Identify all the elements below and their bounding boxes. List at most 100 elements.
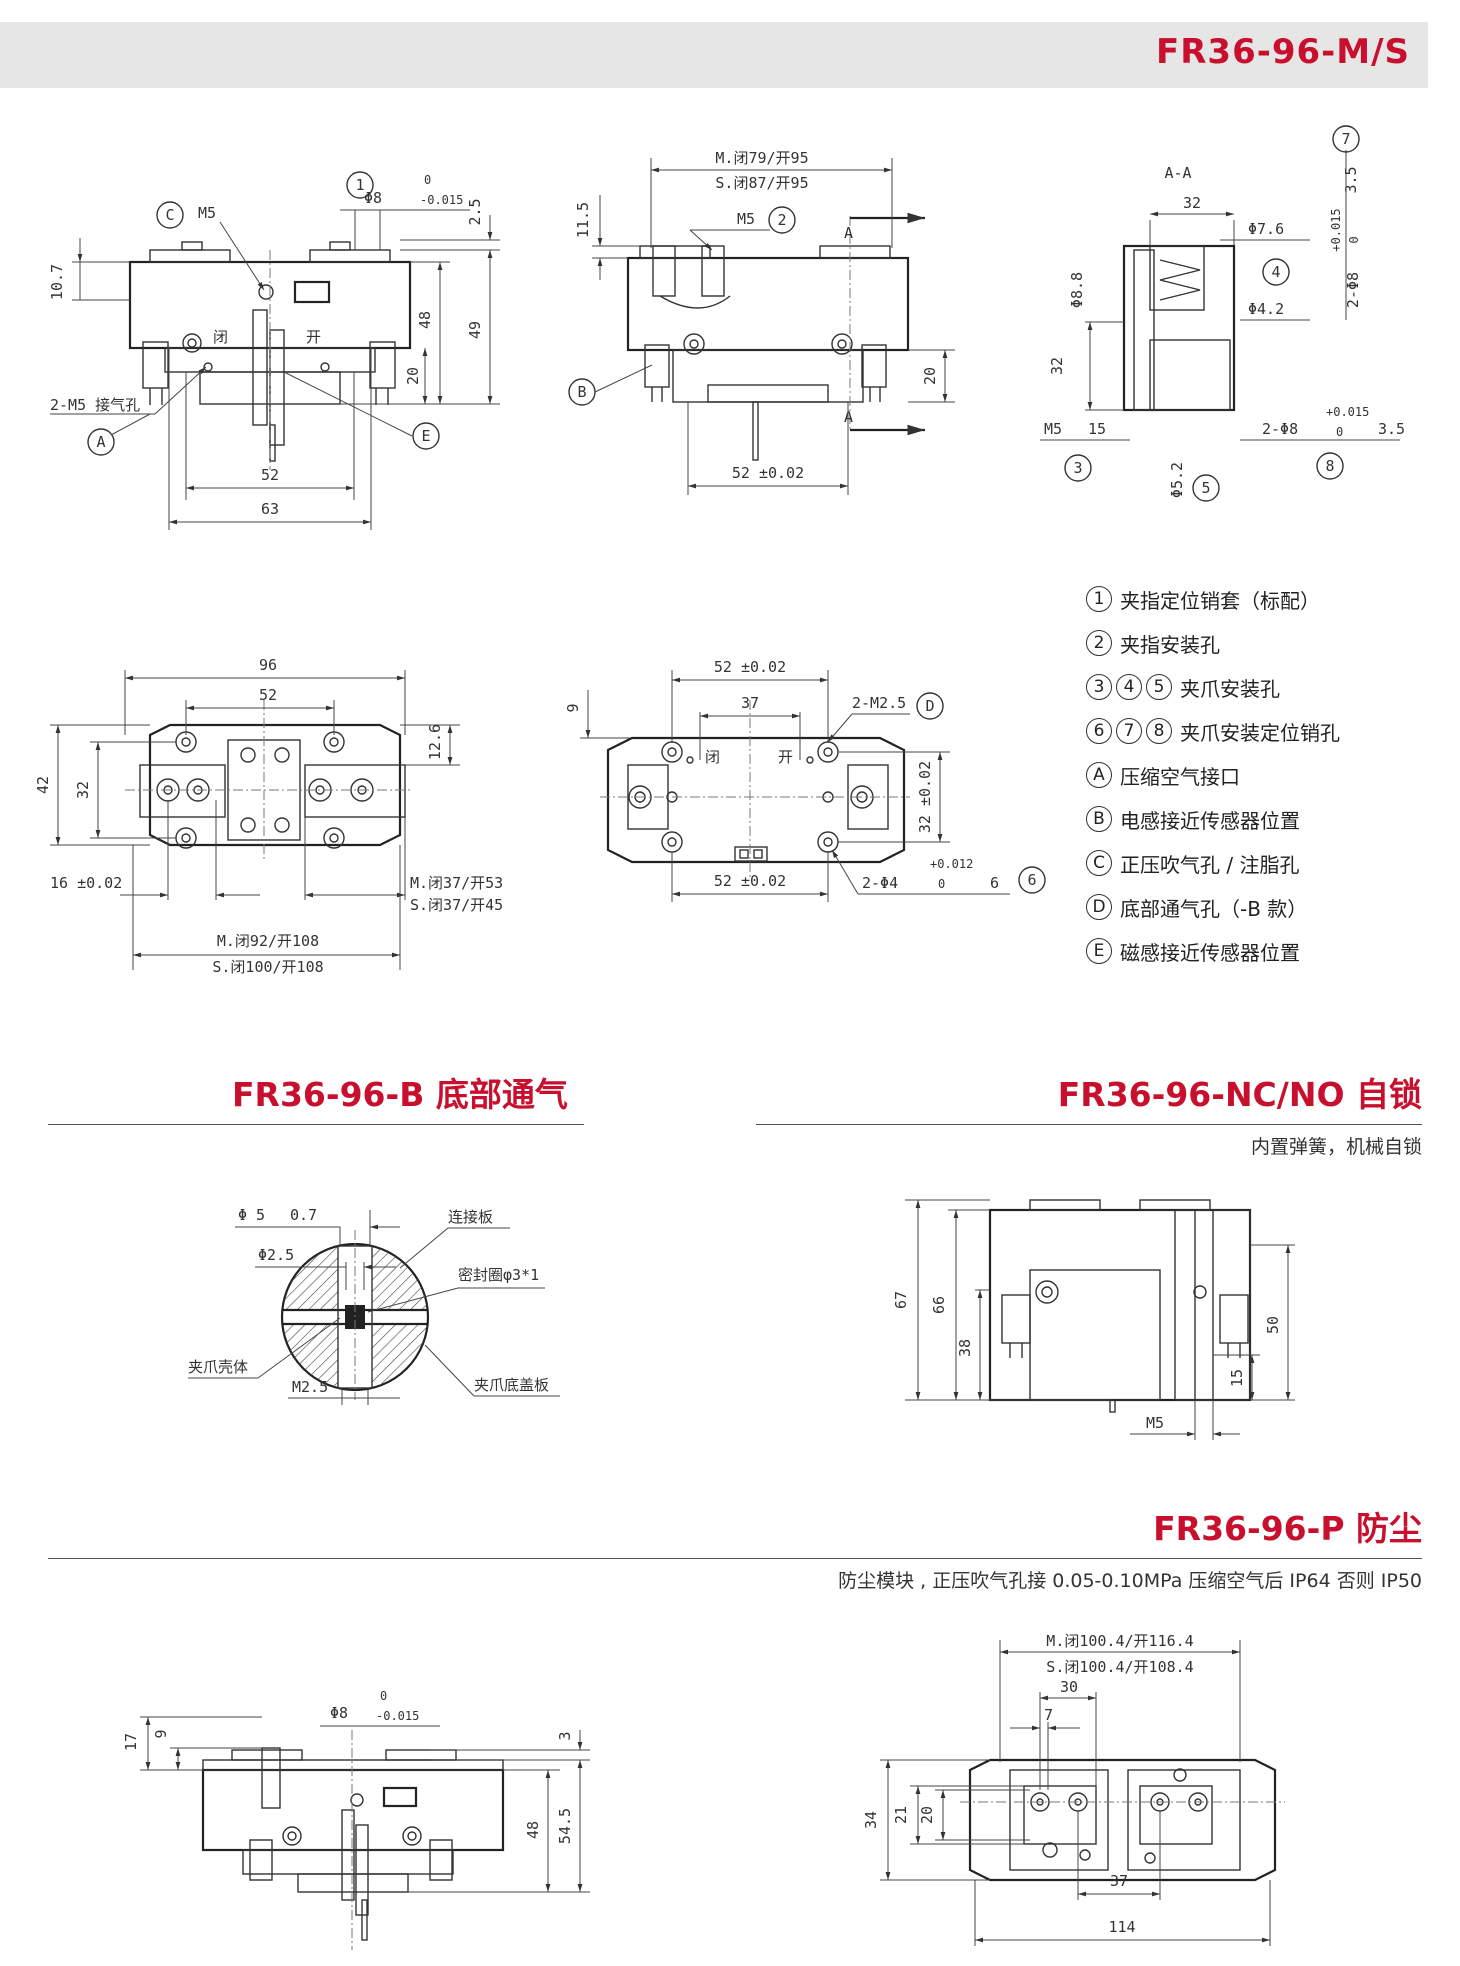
legend-mark-5: 5 bbox=[1146, 674, 1172, 700]
dustop-dim-7: 7 bbox=[1044, 1706, 1053, 1724]
dustop-dim-21: 21 bbox=[892, 1806, 910, 1824]
section-dim-3-5-bottom: 3.5 bbox=[1378, 420, 1405, 438]
legend-mark-a: A bbox=[1086, 762, 1112, 788]
dustop-dim-37: 37 bbox=[1110, 1872, 1128, 1890]
section-dim-m5: M5 bbox=[1044, 420, 1062, 438]
section-dim-phi4-2: Φ4.2 bbox=[1248, 300, 1284, 318]
legend-text-2: 夹指安装孔 bbox=[1120, 632, 1220, 657]
side-arrow-a-bottom: A bbox=[844, 408, 853, 426]
front-mark-e: E bbox=[421, 427, 430, 445]
page-title: FR36-96-M/S bbox=[1156, 32, 1410, 72]
dustop-dim-s: S.闭100.4/开108.4 bbox=[1046, 1658, 1193, 1676]
section-aa-view: A-A 32 Φ7.6 Φ8.8 Φ4.2 32 M5 15 2-Φ8 +0.0… bbox=[1040, 125, 1405, 502]
bottom-open-label: 开 bbox=[778, 748, 793, 766]
legend-text-3: 夹爪安装孔 bbox=[1180, 676, 1280, 701]
legend-item-4: 6 7 8 夹爪安装定位销孔 bbox=[1086, 714, 1340, 748]
top-view: 96 52 12.6 42 32 16 ±0.02 M.闭37/开53 S.闭3… bbox=[34, 656, 503, 976]
section-tol-bottom-lower: 0 bbox=[1336, 425, 1343, 439]
bottom-dim-9: 9 bbox=[564, 703, 582, 712]
section-mark-7: 7 bbox=[1341, 130, 1350, 148]
dustop-dim-114: 114 bbox=[1108, 1918, 1135, 1936]
section-dim-phi7-6: Φ7.6 bbox=[1248, 220, 1284, 238]
section-dim-2phi8-right: 2-Φ8 bbox=[1344, 272, 1362, 308]
air-dim-m2-5: M2.5 bbox=[292, 1378, 328, 1396]
section-dim-3-5-right: 3.5 bbox=[1342, 166, 1360, 193]
top-dim-12-6: 12.6 bbox=[426, 724, 444, 760]
dust-tol-upper: 0 bbox=[380, 1689, 387, 1703]
bottom-dim-2m2-5: 2-M2.5 bbox=[852, 694, 906, 712]
bottom-air-detail: Φ 5 0.7 Φ2.5 连接板 密封圈φ3*1 夹爪壳体 M2.5 夹爪底盖板 bbox=[188, 1206, 560, 1405]
top-dim-52: 52 bbox=[259, 686, 277, 704]
bottom-dim-37: 37 bbox=[741, 694, 759, 712]
top-dim-s-jaw: S.闭37/开45 bbox=[410, 896, 503, 914]
lock-dim-m5: M5 bbox=[1146, 1414, 1164, 1432]
front-dim-20: 20 bbox=[404, 367, 422, 385]
side-arrow-a-top: A bbox=[844, 224, 853, 242]
dust-dim-17: 17 bbox=[122, 1733, 140, 1751]
front-dim-49: 49 bbox=[466, 321, 484, 339]
front-mark-c: C bbox=[165, 206, 174, 224]
air-label-plate: 连接板 bbox=[448, 1208, 493, 1226]
legend-item-3: 3 4 5 夹爪安装孔 bbox=[1086, 670, 1280, 704]
dustproof-top-view: M.闭100.4/开116.4 S.闭100.4/开108.4 30 7 34 … bbox=[862, 1632, 1285, 1946]
front-open-label: 开 bbox=[306, 328, 321, 346]
dustop-dim-m: M.闭100.4/开116.4 bbox=[1046, 1632, 1193, 1650]
section-mark-8: 8 bbox=[1325, 457, 1334, 475]
lock-dim-67: 67 bbox=[892, 1291, 910, 1309]
legend-text-d: 底部通气孔（-B 款） bbox=[1120, 896, 1308, 921]
side-dim-11-5: 11.5 bbox=[574, 202, 592, 238]
front-dim-2-5: 2.5 bbox=[466, 198, 484, 225]
section-mark-5: 5 bbox=[1201, 479, 1210, 497]
side-mark-b: B bbox=[577, 383, 586, 401]
legend-text-b: 电感接近传感器位置 bbox=[1120, 808, 1300, 833]
legend-mark-1: 1 bbox=[1086, 586, 1112, 612]
dustop-dim-34: 34 bbox=[862, 1811, 880, 1829]
top-dim-m-total: M.闭92/开108 bbox=[217, 932, 319, 950]
legend-mark-d: D bbox=[1086, 894, 1112, 920]
section-title-bottom-air: FR36-96-B 底部通气 bbox=[232, 1075, 568, 1114]
section-dim-15: 15 bbox=[1088, 420, 1106, 438]
top-dim-m-jaw: M.闭37/开53 bbox=[410, 874, 503, 892]
side-dim-m5: M5 bbox=[737, 210, 755, 228]
section-dim-32-top: 32 bbox=[1183, 194, 1201, 212]
top-dim-s-total: S.闭100/开108 bbox=[212, 958, 323, 976]
dust-dim-48: 48 bbox=[524, 1821, 542, 1839]
front-dim-48: 48 bbox=[416, 311, 434, 329]
self-lock-subtitle: 内置弹簧，机械自锁 bbox=[1250, 1136, 1422, 1158]
air-dim-0-7: 0.7 bbox=[290, 1206, 317, 1224]
dustop-dim-20: 20 bbox=[918, 1806, 936, 1824]
lock-dim-38: 38 bbox=[956, 1339, 974, 1357]
air-label-seal: 密封圈φ3*1 bbox=[458, 1266, 539, 1284]
section-dim-32-left: 32 bbox=[1048, 357, 1066, 375]
legend-item-1: 1 夹指定位销套（标配） bbox=[1086, 582, 1320, 616]
front-view: 10.7 M5 Φ8 0 -0.015 2.5 48 49 20 52 63 2… bbox=[48, 171, 500, 530]
lock-dim-66: 66 bbox=[930, 1296, 948, 1314]
legend-item-e: E 磁感接近传感器位置 bbox=[1086, 934, 1300, 968]
legend-text-a: 压缩空气接口 bbox=[1120, 764, 1240, 789]
top-dim-42: 42 bbox=[34, 776, 52, 794]
legend-item-d: D 底部通气孔（-B 款） bbox=[1086, 890, 1307, 924]
header-bar: FR36-96-M/S bbox=[0, 22, 1428, 88]
top-dim-96: 96 bbox=[259, 656, 277, 674]
legend-mark-3: 3 bbox=[1086, 674, 1112, 700]
bottom-dim-32: 32 ±0.02 bbox=[916, 761, 934, 833]
side-dim-m: M.闭79/开95 bbox=[715, 149, 808, 167]
bottom-dim-52-top: 52 ±0.02 bbox=[714, 658, 786, 676]
dust-dim-9: 9 bbox=[152, 1729, 170, 1738]
bottom-dim-52-bottom: 52 ±0.02 bbox=[714, 872, 786, 890]
section-divider-self-lock bbox=[756, 1124, 1422, 1125]
legend-mark-6: 6 bbox=[1086, 718, 1112, 744]
legend-text-e: 磁感接近传感器位置 bbox=[1120, 940, 1300, 965]
section-mark-3: 3 bbox=[1073, 459, 1082, 477]
bottom-tol-upper: +0.012 bbox=[930, 857, 973, 871]
section-dim-phi8-8: Φ8.8 bbox=[1068, 272, 1086, 308]
dustop-dim-30: 30 bbox=[1060, 1678, 1078, 1696]
dust-dim-phi8: Φ8 bbox=[330, 1704, 348, 1722]
dustproof-front-view: Φ8 0 -0.015 17 9 3 48 54.5 bbox=[122, 1689, 590, 1950]
bottom-tol-lower: 0 bbox=[938, 877, 945, 891]
top-dim-16: 16 ±0.02 bbox=[50, 874, 122, 892]
bottom-view: 闭 开 52 ±0.02 9 37 2-M2.5 D 32 ±0.02 52 ±… bbox=[564, 658, 1046, 902]
legend-item-a: A 压缩空气接口 bbox=[1086, 758, 1240, 792]
legend-item-b: B 电感接近传感器位置 bbox=[1086, 802, 1300, 836]
